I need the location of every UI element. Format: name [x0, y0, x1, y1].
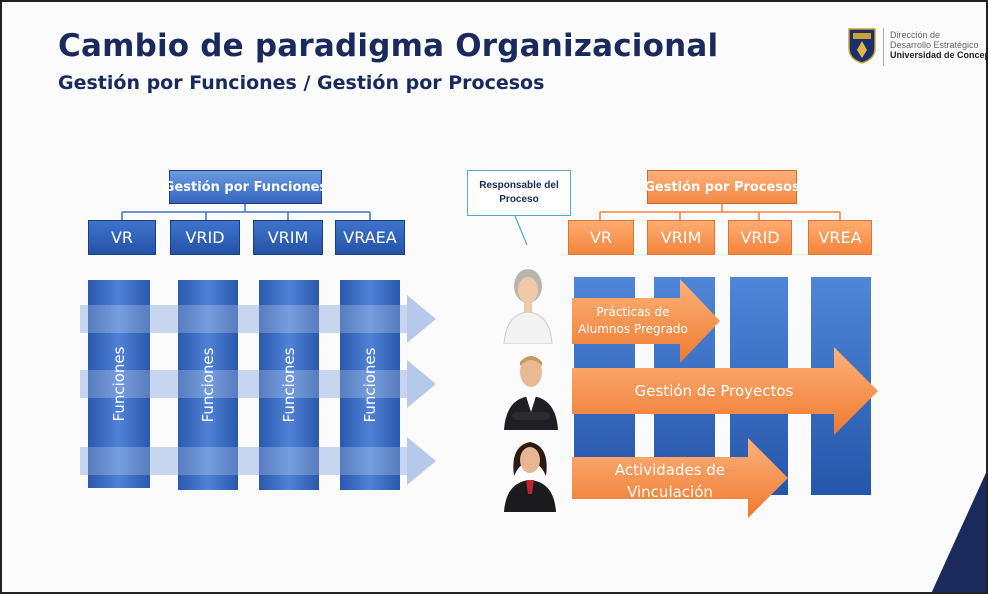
person-woman-dark-hair [504, 442, 556, 512]
process-label-practicas-line-2: Alumnos Pregrado [578, 322, 688, 336]
responsible-callout: Responsable del Proceso [467, 170, 571, 216]
process-label-vinculacion-line-1: Actividades de [614, 461, 726, 479]
process-label-practicas-line-1: Prácticas de [596, 305, 670, 319]
processes-header-box: Gestión por Procesos [644, 170, 800, 204]
process-arrow-proyectos [572, 347, 878, 435]
left-unit-vraea: VRAEA [335, 220, 405, 255]
functions-header-box: Gestión por Funciones [164, 170, 327, 204]
process-label-vinculacion: Actividades de Vinculación [582, 459, 758, 503]
logo-line-3: Universidad de Concepción [890, 50, 986, 60]
right-unit-vr: VR [568, 220, 634, 255]
university-shield-logo [848, 28, 876, 64]
left-column-vrid: Funciones [178, 280, 238, 490]
right-unit-vrid: VRID [728, 220, 792, 255]
left-unit-vr: VR [88, 220, 156, 255]
person-man-suit [504, 356, 558, 430]
callout-line-1: Responsable del [479, 180, 559, 191]
left-column-vr: Funciones [88, 280, 150, 488]
process-label-practicas: Prácticas de Alumnos Pregrado [572, 304, 694, 338]
left-unit-vrim: VRIM [253, 220, 323, 255]
logo-line-2: Desarrollo Estratégico [890, 40, 979, 50]
corner-decoration [931, 472, 986, 592]
left-unit-vrid: VRID [170, 220, 240, 255]
process-arrow-practicas [572, 279, 720, 363]
slide-title: Cambio de paradigma Organizacional [58, 28, 719, 64]
left-column-vraea: Funciones [340, 280, 400, 490]
logo-text: Dirección de Desarrollo Estratégico Univ… [890, 30, 986, 60]
right-unit-vrim: VRIM [647, 220, 715, 255]
right-unit-vrea: VREA [808, 220, 872, 255]
process-label-vinculacion-line-2: Vinculación [627, 483, 713, 501]
slide-subtitle: Gestión por Funciones / Gestión por Proc… [58, 72, 545, 94]
left-column-vrim: Funciones [259, 280, 319, 490]
person-woman-gray-hair [503, 269, 553, 344]
logo-line-1: Dirección de [890, 30, 941, 40]
logo-separator [883, 28, 884, 66]
process-label-proyectos: Gestión de Proyectos [634, 382, 794, 400]
callout-line-2: Proceso [499, 194, 539, 205]
process-arrow-vinculacion [572, 438, 788, 518]
